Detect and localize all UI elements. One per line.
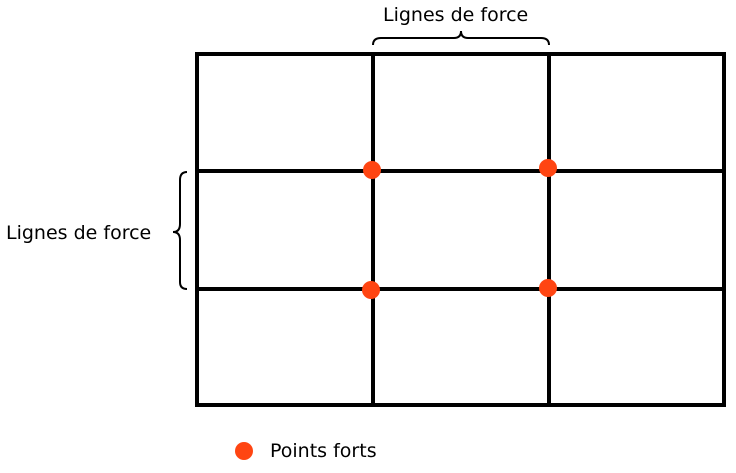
frame-border bbox=[195, 52, 726, 407]
legend-label: Points forts bbox=[270, 440, 377, 462]
strong-point-top-left bbox=[363, 161, 381, 179]
left-brace bbox=[172, 171, 188, 290]
strong-point-top-right bbox=[539, 159, 557, 177]
strong-point-bottom-right bbox=[539, 279, 557, 297]
top-brace bbox=[372, 30, 550, 46]
top-lines-of-force-label: Lignes de force bbox=[383, 4, 529, 26]
legend-point-icon bbox=[235, 442, 253, 460]
left-lines-of-force-label: Lignes de force bbox=[6, 222, 152, 244]
strong-point-bottom-left bbox=[362, 281, 380, 299]
